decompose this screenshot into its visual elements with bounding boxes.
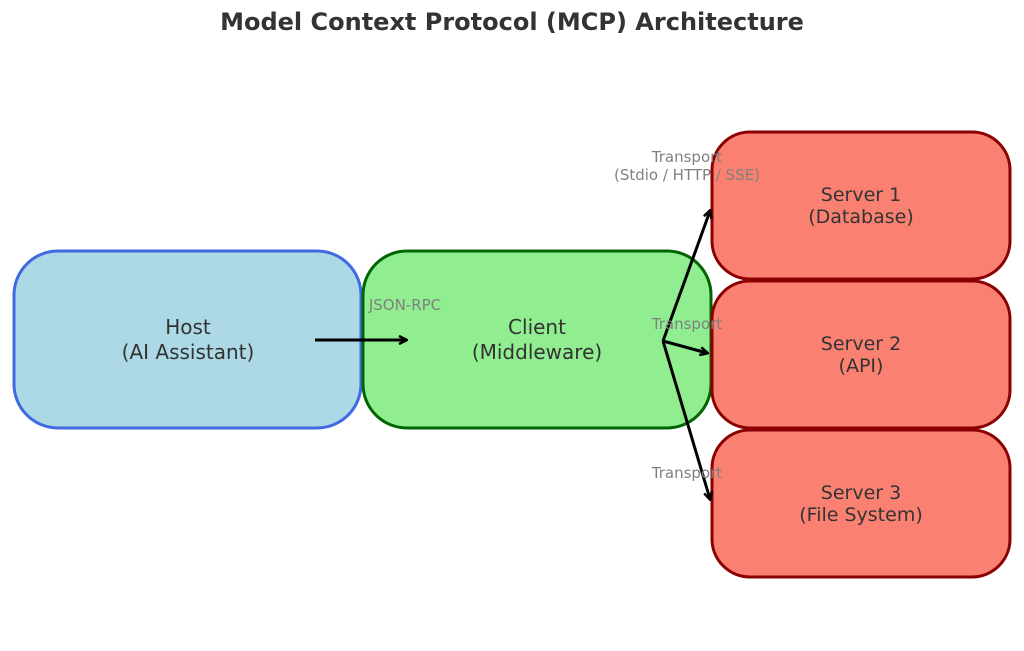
server2-box [710, 279, 1012, 430]
server1-node: Server 1 (Database) [710, 130, 1012, 281]
host-node: Host (AI Assistant) [12, 249, 363, 430]
transport-label-server3: Transport [651, 464, 723, 482]
client-label: Client [508, 315, 566, 339]
client-to-server1-arrow [661, 211, 710, 342]
client-to-server3-arrow [661, 340, 710, 499]
client-sublabel: (Middleware) [472, 340, 602, 364]
jsonrpc-label: JSON-RPC [368, 296, 441, 314]
server2-label: Server 2 [821, 333, 901, 355]
diagram-title: Model Context Protocol (MCP) Architectur… [220, 8, 804, 36]
server1-label: Server 1 [821, 184, 901, 206]
host-sublabel: (AI Assistant) [122, 340, 255, 364]
server3-sublabel: (File System) [799, 504, 923, 526]
host-label: Host [165, 315, 211, 339]
transport-label-server1: Transport [651, 148, 723, 166]
server1-sublabel: (Database) [808, 206, 913, 228]
server3-node: Server 3 (File System) [710, 428, 1012, 579]
server3-box [710, 428, 1012, 579]
transport-label-server2: Transport [651, 315, 723, 333]
transport-detail-label-server1: (Stdio / HTTP / SSE) [614, 166, 760, 184]
server2-node: Server 2 (API) [710, 279, 1012, 430]
server2-sublabel: (API) [839, 355, 884, 377]
client-to-server2-arrow [662, 339, 707, 353]
server3-label: Server 3 [821, 482, 901, 504]
client-node: Client (Middleware) [361, 249, 713, 430]
server1-box [710, 130, 1012, 281]
